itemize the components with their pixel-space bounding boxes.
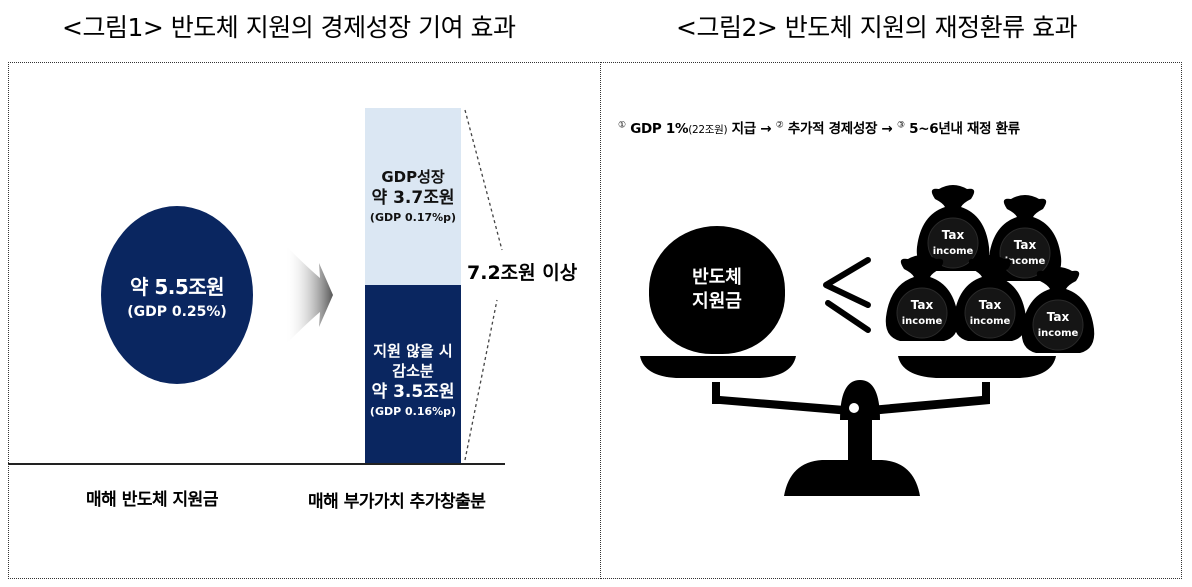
bar-top-label-1: GDP성장 [381,167,445,186]
bag-3: Tax income [885,254,959,342]
step2-number: ② [775,120,784,131]
bar-bottom-label-2: 감소분 [392,362,434,380]
bar-bottom-label-3: 약 3.5조원 [371,382,455,402]
total-bracket [464,109,503,461]
ball-label-1: 반도체 [692,267,742,288]
bar-bottom-label-4: (GDP 0.16%p) [369,405,457,418]
step1-pay: 지급 → [727,121,776,137]
svg-text:income: income [902,316,943,327]
step1-amount: (22조원) [688,124,728,136]
figure2-title: <그림2> 반도체 지원의 재정환류 효과 [676,13,1078,42]
svg-text:Tax: Tax [979,298,1002,312]
ball-label-2: 지원금 [692,291,742,312]
scale-base-icon [784,460,920,496]
svg-text:Tax: Tax [911,298,934,312]
baseline [8,463,505,465]
arrow-right-icon [285,245,333,345]
bar-top-label-2: 약 3.7조원 [371,187,455,208]
flow-text: ① GDP 1%(22조원) 지급 → ② 추가적 경제성장 → ③ 5~6년내… [618,117,1020,138]
x-label-support: 매해 반도체 지원금 [86,490,218,510]
less-than-or-equal-icon [823,257,871,333]
bag-2: Tax income [988,194,1062,282]
step1-gdp: GDP 1% [630,121,689,137]
bag-1: Tax income [916,185,990,272]
svg-text:income: income [1038,328,1079,339]
total-label: 7.2조원 이상 [467,262,578,284]
figure2-panel [600,62,1182,579]
step3-text: 5~6년내 재정 환류 [909,121,1020,137]
x-label-value-added: 매해 부가가치 추가창출분 [308,492,486,512]
bag-4: Tax income [953,254,1027,342]
svg-text:income: income [1005,256,1046,267]
step2-text: 추가적 경제성장 → [787,121,897,137]
step1-number: ① [618,120,626,131]
svg-text:income: income [970,316,1011,327]
bag-5: Tax income [1021,266,1095,354]
loss-avoided-bar-segment: 지원 않을 시 감소분 약 3.5조원 (GDP 0.16%p) [365,285,461,463]
svg-text:income: income [933,246,974,257]
svg-text:Tax: Tax [942,228,965,242]
support-amount-circle: 약 5.5조원 (GDP 0.25%) [101,206,253,384]
step3-number: ③ [896,120,905,131]
figure1-title: <그림1> 반도체 지원의 경제성장 기여 효과 [62,13,516,42]
svg-text:Tax: Tax [1014,238,1037,252]
circle-main-text: 약 5.5조원 [129,274,225,299]
svg-text:Tax: Tax [1047,310,1070,324]
gdp-growth-bar-segment: GDP성장 약 3.7조원 (GDP 0.17%p) [365,108,461,285]
tax-income-bags: Tax income Tax income Tax income Tax inc… [885,185,1095,354]
circle-sub-text: (GDP 0.25%) [127,303,227,320]
bar-top-label-3: (GDP 0.17%p) [369,210,457,224]
bar-bottom-label-1: 지원 않을 시 [373,342,453,360]
support-ball: 반도체 지원금 [649,226,785,354]
